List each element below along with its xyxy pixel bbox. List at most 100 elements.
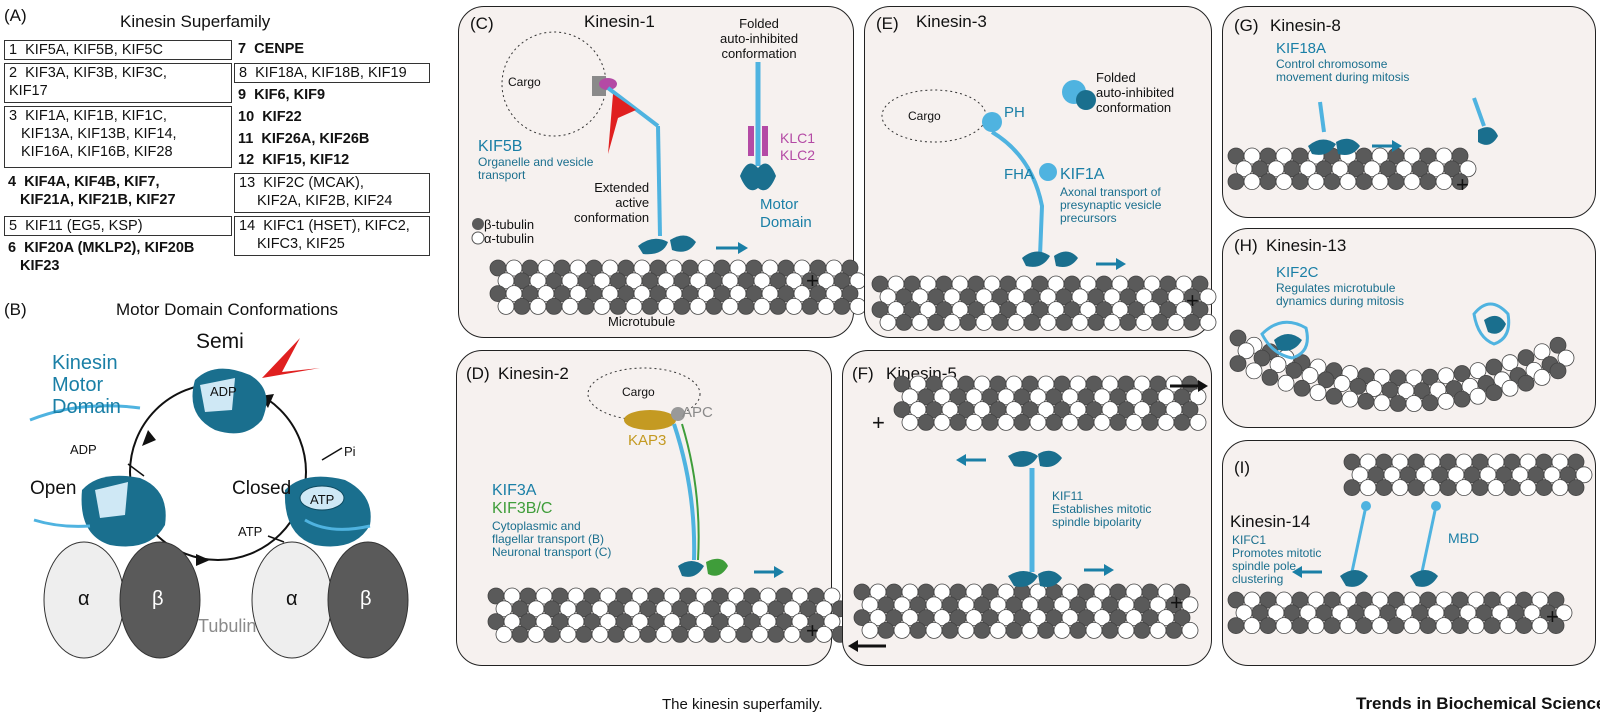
tubulin-subunit xyxy=(895,313,913,331)
tubulin-subunit xyxy=(1285,361,1303,379)
tubulin-subunit xyxy=(1339,617,1357,635)
tubulin-subunit xyxy=(1567,453,1585,471)
tubulin-subunit xyxy=(909,621,927,639)
kif1a-label: KIF1A xyxy=(1060,166,1105,183)
tubulin-subunit xyxy=(1125,414,1143,431)
kinesin-2-diagram xyxy=(487,367,849,643)
open-label: Open xyxy=(30,478,77,499)
tubulin-subunit xyxy=(735,625,753,643)
tubulin-subunit xyxy=(1355,617,1373,635)
tubulin-subunit xyxy=(497,297,515,315)
tubulin-subunit xyxy=(933,414,951,431)
tubulin-subunit xyxy=(1371,617,1389,635)
cargo-label: Cargo xyxy=(508,75,541,89)
family-7: 7 CENPE xyxy=(238,41,305,57)
kif5b-desc: Organelle and vesicle transport xyxy=(478,155,594,182)
tubulin-subunit xyxy=(1451,173,1469,191)
tubulin-subunit xyxy=(973,621,991,639)
tubulin-subunit xyxy=(1533,368,1551,386)
tubulin-subunit xyxy=(981,414,999,431)
tubulin-subunit xyxy=(1419,173,1437,191)
closed-label: Closed xyxy=(232,478,292,499)
kap3-label: KAP3 xyxy=(628,432,667,449)
tubulin-subunit xyxy=(1183,313,1201,331)
tubulin-subunit xyxy=(1013,414,1031,431)
kinesin-13-diagram xyxy=(1229,302,1575,412)
tubulin-subunit xyxy=(1227,617,1245,635)
tubulin-subunit xyxy=(1567,479,1585,496)
panel-h-tag: (H) xyxy=(1234,236,1258,255)
tubulin-subunit xyxy=(991,313,1009,331)
tubulin-subunit xyxy=(1141,414,1159,431)
tubulin-subunit xyxy=(1077,414,1095,431)
tubulin-subunit xyxy=(721,297,739,315)
tubulin-subunit xyxy=(1359,479,1377,496)
tubulin-subunit xyxy=(917,414,935,431)
fha-label: FHA xyxy=(1004,166,1034,183)
tubulin-subunit xyxy=(1373,394,1391,412)
tubulin-subunit xyxy=(1389,395,1407,412)
tubulin-subunit xyxy=(593,297,611,315)
panel-e-title: Kinesin-3 xyxy=(916,12,987,31)
family-13: 13 KIF2C (MCAK), KIF2A, KIF2B, KIF24 xyxy=(234,173,430,213)
tubulin-subunit xyxy=(1435,617,1453,635)
tubulin-subunit xyxy=(1557,349,1575,367)
family-8: 8 KIF18A, KIF18B, KIF19 xyxy=(234,63,430,83)
tubulin-subunit xyxy=(1499,617,1517,635)
tubulin-subunit xyxy=(1517,374,1535,392)
tubulin-subunit xyxy=(927,313,945,331)
microtubule-lattice xyxy=(489,259,867,315)
cargo-label-e: Cargo xyxy=(908,109,941,123)
kinesin-5-diagram xyxy=(848,375,1208,652)
kif11-desc: KIF11 Establishes mitotic spindle bipola… xyxy=(1052,489,1152,529)
tubulin-subunit xyxy=(1259,173,1277,191)
tubulin-subunit xyxy=(1181,401,1199,418)
family-1: 1 KIF5A, KIF5B, KIF5C xyxy=(4,40,232,60)
tubulin-subunit xyxy=(623,625,641,643)
figure-caption: The kinesin superfamily. xyxy=(662,696,823,713)
tubulin-subunit xyxy=(959,313,977,331)
tubulin-subunit xyxy=(1555,604,1573,622)
kif18a-label: KIF18A xyxy=(1276,40,1327,57)
tubulin-subunit xyxy=(1165,621,1183,639)
tubulin-subunit xyxy=(997,414,1015,431)
tubulin-subunit xyxy=(1575,466,1593,484)
tubulin-subunit xyxy=(943,313,961,331)
panel-d-title: Kinesin-2 xyxy=(498,364,569,383)
tubulin-subunit xyxy=(1435,173,1453,191)
panel-b-tag: (B) xyxy=(4,300,27,319)
tubulin-subunit xyxy=(1519,479,1537,496)
tubulin-subunit xyxy=(1501,354,1519,372)
tubulin-subunit xyxy=(1439,479,1457,496)
tubulin-subunit xyxy=(577,297,595,315)
tubulin-subunit xyxy=(1405,395,1423,412)
tubulin-subunit xyxy=(1307,173,1325,191)
panel-g-tag: (G) xyxy=(1234,16,1259,35)
tubulin-subunit xyxy=(817,297,835,315)
tubulin-subunit xyxy=(559,625,577,643)
journal-name: Trends in Biochemical Sciences xyxy=(1356,694,1600,713)
tubulin-subunit xyxy=(1551,479,1569,496)
plus-end-e: + xyxy=(1186,288,1199,313)
kifc1-desc: KIFC1 Promotes mitotic spindle pole clus… xyxy=(1232,533,1322,586)
tubulin-subunit xyxy=(703,625,721,643)
kif3bc-label: KIF3B/C xyxy=(492,500,553,517)
tubulin-subunit xyxy=(1149,621,1167,639)
tubulin-subunit xyxy=(1199,313,1217,331)
family-12: 12 KIF15, KIF12 xyxy=(238,152,350,168)
tubulin-subunit xyxy=(1357,392,1375,410)
kif2c-label: KIF2C xyxy=(1276,264,1319,281)
tubulin-subunit xyxy=(1403,617,1421,635)
kinesin-2-desc: Cytoplasmic and flagellar transport (B) … xyxy=(492,519,612,559)
tubulin-subunit xyxy=(753,297,771,315)
tubulin-subunit xyxy=(1117,621,1135,639)
tubulin-subunit xyxy=(1199,288,1217,306)
tubulin-subunit xyxy=(1323,617,1341,635)
tubulin-subunit xyxy=(1293,379,1311,397)
tubulin-subunit xyxy=(1437,392,1455,410)
tubulin-subunit xyxy=(1181,621,1199,639)
tubulin-subunit xyxy=(1325,387,1343,405)
tubulin-subunit xyxy=(511,625,529,643)
adp-state-label: ADP xyxy=(210,384,237,399)
microtubule-label: Microtubule xyxy=(608,314,676,329)
